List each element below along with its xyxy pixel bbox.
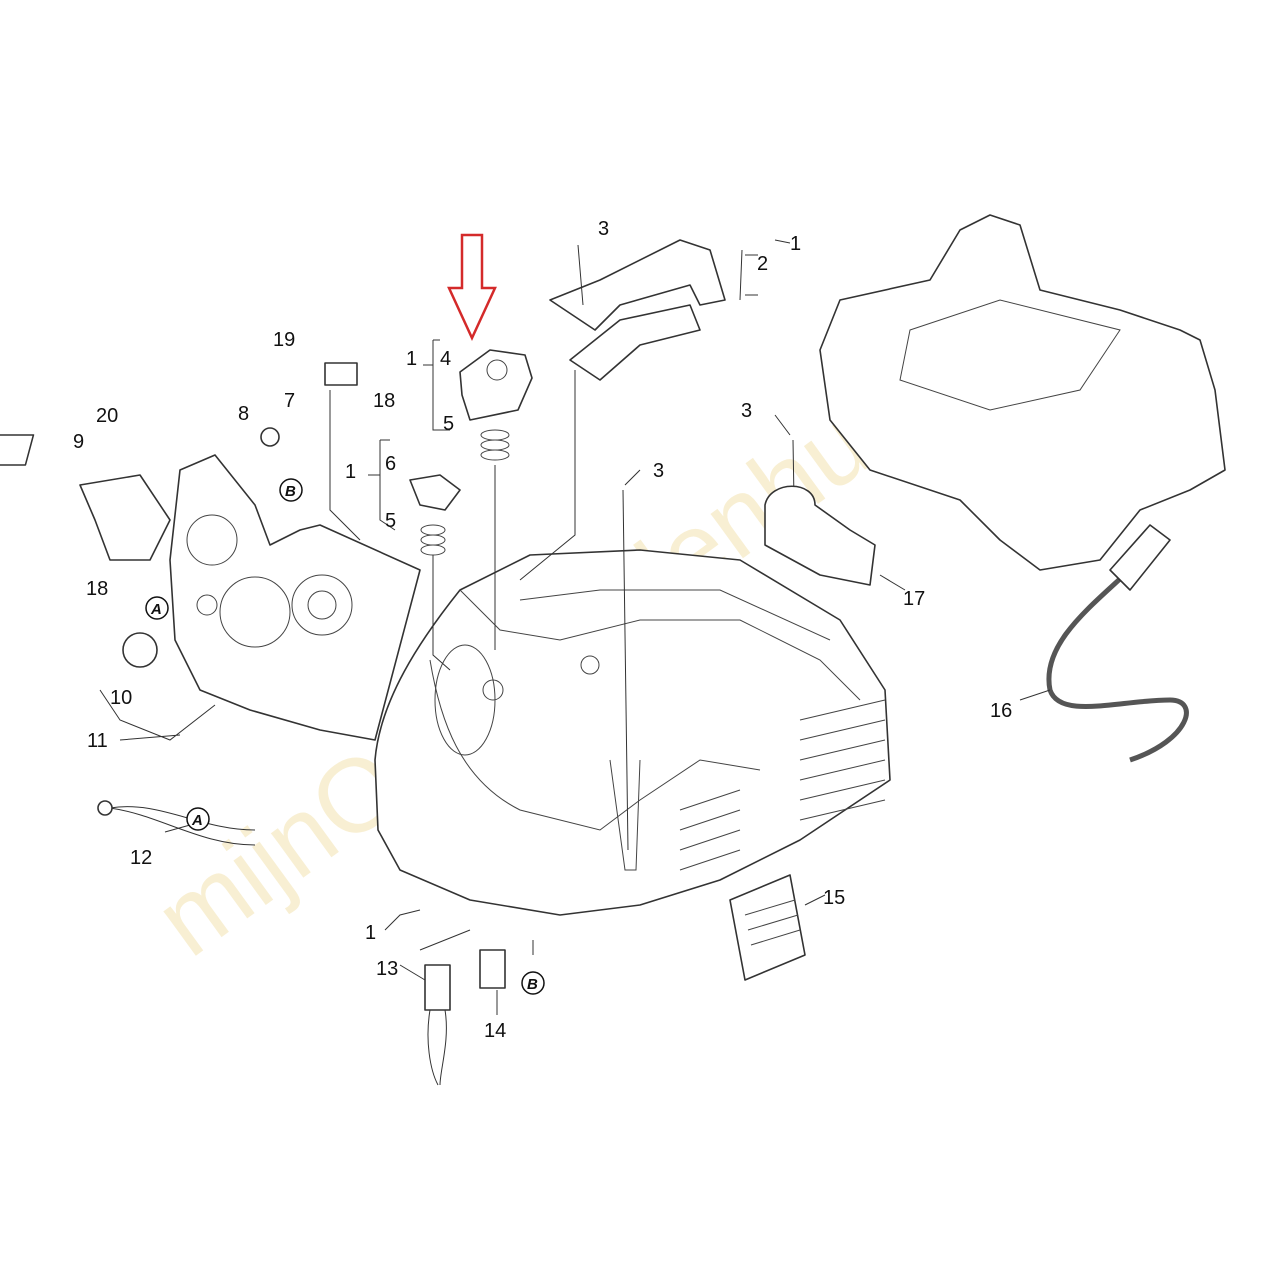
callout-A: A [150, 601, 162, 618]
callout-A: A [191, 812, 203, 829]
callout-19: 19 [273, 329, 295, 351]
holder [764, 485, 876, 586]
front-panel [169, 454, 421, 741]
callout-15: 15 [823, 887, 845, 909]
knob [122, 632, 158, 668]
wire-12 [109, 806, 256, 846]
callout-20: 20 [96, 405, 118, 427]
label-plate-20 [0, 434, 35, 466]
grille-cover [729, 874, 806, 981]
label-plate-19 [324, 362, 358, 386]
callout-1: 1 [365, 922, 376, 944]
main-housing [374, 549, 891, 916]
connector-14 [479, 949, 506, 989]
callout-5: 5 [385, 510, 396, 532]
callout-8: 8 [238, 403, 249, 425]
connector-13 [424, 964, 451, 1011]
callout-3: 3 [653, 460, 664, 482]
callout-11: 11 [87, 730, 108, 752]
socket [79, 474, 171, 561]
callout-16: 16 [990, 700, 1012, 722]
handle [549, 239, 726, 331]
power-cable [1046, 558, 1189, 763]
callout-3: 3 [741, 400, 752, 422]
callout-B: B [527, 976, 538, 993]
callout-4: 4 [440, 348, 451, 370]
callout-1: 1 [345, 461, 356, 483]
callout-9: 9 [73, 431, 84, 453]
handle-grip [569, 304, 701, 381]
spring [420, 429, 510, 556]
part-8 [260, 427, 280, 447]
leader-lines [99, 239, 1051, 1015]
cap-part-4 [459, 349, 533, 421]
callouts: 1 2 3 19 1 4 18 5 20 9 8 7 6 1 5 B 3 3 1… [73, 218, 1012, 1042]
callout-14: 14 [484, 1020, 506, 1042]
callout-B: B [285, 483, 296, 500]
callout-18: 18 [86, 578, 108, 600]
callout-10: 10 [110, 687, 132, 709]
callout-12: 12 [130, 847, 152, 869]
callout-3: 3 [598, 218, 609, 240]
plug [1109, 524, 1171, 591]
highlight-arrow-icon [447, 233, 497, 341]
callout-1: 1 [790, 233, 801, 255]
callout-5: 5 [443, 413, 454, 435]
callout-17: 17 [903, 588, 925, 610]
callout-6: 6 [385, 453, 396, 475]
callout-7: 7 [284, 390, 295, 412]
callout-2: 2 [757, 253, 768, 275]
callout-18: 18 [373, 390, 395, 412]
callout-13: 13 [376, 958, 398, 980]
callout-1: 1 [406, 348, 417, 370]
tray [819, 214, 1226, 571]
part-6 [409, 474, 461, 511]
